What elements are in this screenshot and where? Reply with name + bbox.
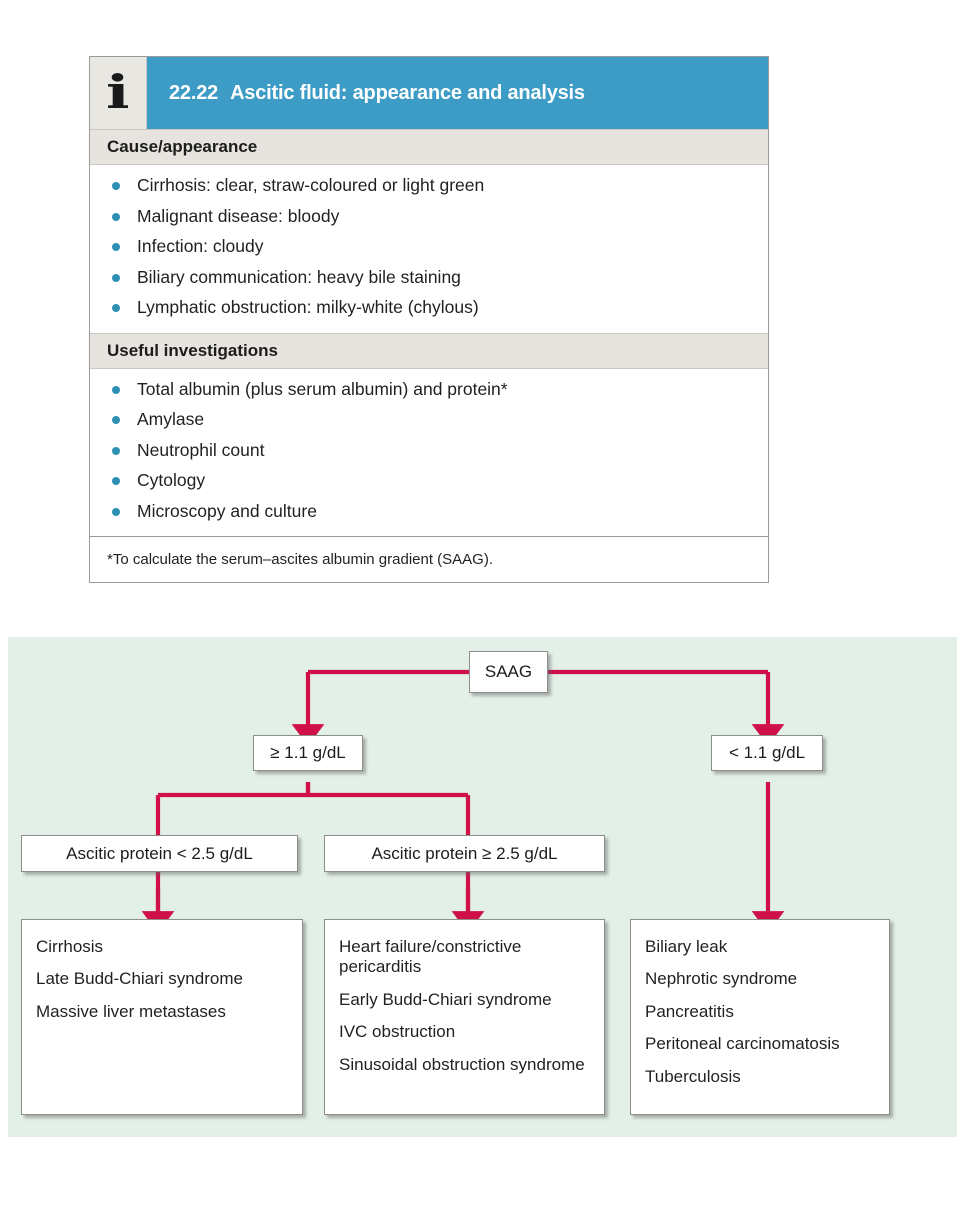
- list-item: Biliary communication: heavy bile staini…: [90, 266, 768, 287]
- node-protein-high[interactable]: Ascitic protein ≥ 2.5 g/dL: [324, 835, 605, 872]
- node-protein-high-label: Ascitic protein ≥ 2.5 g/dL: [371, 843, 558, 863]
- list-item: Microscopy and culture: [90, 500, 768, 521]
- list-item-label: Neutrophil count: [137, 439, 265, 460]
- list-item: Cytology: [90, 470, 768, 490]
- information-icon-glyph: i: [106, 65, 130, 119]
- list-item: Neutrophil count: [90, 439, 768, 460]
- node-saag-high-label: ≥ 1.1 g/dL: [270, 743, 346, 762]
- list-cause-appearance: Cirrhosis: clear, straw-coloured or ligh…: [90, 165, 768, 333]
- node-saag-high[interactable]: ≥ 1.1 g/dL: [253, 735, 363, 771]
- list-item: Amylase: [90, 409, 768, 429]
- info-box-footnote: *To calculate the serum–ascites albumin …: [90, 536, 768, 582]
- info-box-number: 22.22: [169, 81, 219, 104]
- node-protein-low[interactable]: Ascitic protein < 2.5 g/dL: [21, 835, 298, 872]
- outcome-box-low-protein[interactable]: Cirrhosis Late Budd-Chiari syndrome Mass…: [21, 919, 303, 1115]
- outcome-item: Nephrotic syndrome: [645, 969, 798, 989]
- info-box-title-bar: 22.22 Ascitic fluid: appearance and anal…: [147, 57, 768, 129]
- outcome-item: Heart failure/constrictive pericarditis: [339, 937, 522, 977]
- bullet-dot-icon: [112, 212, 120, 221]
- list-item: Malignant disease: bloody: [90, 205, 768, 226]
- bullet-dot-icon: [112, 385, 120, 394]
- list-item-label: Lymphatic obstruction: milky-white (chyl…: [137, 297, 479, 317]
- outcome-item: Biliary leak: [645, 937, 728, 956]
- list-item: Lymphatic obstruction: milky-white (chyl…: [90, 297, 768, 317]
- bullet-dot-icon: [112, 416, 120, 424]
- list-item-label: Amylase: [137, 409, 205, 429]
- outcome-item: Massive liver metastases: [36, 1001, 226, 1021]
- list-item-label: Malignant disease: bloody: [137, 205, 340, 226]
- info-box-header: i 22.22 Ascitic fluid: appearance and an…: [90, 57, 768, 129]
- bullet-dot-icon: [112, 477, 120, 485]
- node-protein-low-label: Ascitic protein < 2.5 g/dL: [66, 843, 253, 863]
- bullet-dot-icon: [112, 507, 120, 516]
- list-item: Infection: cloudy: [90, 236, 768, 256]
- list-item-label: Infection: cloudy: [137, 236, 264, 256]
- outcome-item: Late Budd-Chiari syndrome: [36, 969, 243, 989]
- list-item-label: Cytology: [137, 470, 206, 490]
- node-saag-label: SAAG: [484, 662, 533, 681]
- outcome-item: Early Budd-Chiari syndrome: [339, 989, 552, 1009]
- info-box-title: Ascitic fluid: appearance and analysis: [230, 81, 585, 104]
- bullet-dot-icon: [112, 304, 120, 312]
- list-item-label: Cirrhosis: clear, straw-coloured or ligh…: [137, 175, 485, 195]
- section-heading-useful-investigations: Useful investigations: [90, 332, 768, 369]
- info-box: i 22.22 Ascitic fluid: appearance and an…: [89, 56, 769, 583]
- outcome-box-low-saag[interactable]: Biliary leak Nephrotic syndrome Pancreat…: [630, 919, 890, 1115]
- outcome-item: Tuberculosis: [645, 1066, 741, 1086]
- outcome-item: Sinusoidal obstruction syndrome: [339, 1054, 585, 1074]
- outcome-item: Pancreatitis: [645, 1001, 734, 1021]
- saag-flowchart: SAAG ≥ 1.1 g/dL < 1.1 g/dL Ascitic prote…: [8, 637, 957, 1137]
- list-item: Cirrhosis: clear, straw-coloured or ligh…: [90, 175, 768, 195]
- outcome-box-high-protein[interactable]: Heart failure/constrictive pericarditis …: [324, 919, 605, 1115]
- outcome-item: Cirrhosis: [36, 937, 104, 956]
- list-item-label: Biliary communication: heavy bile staini…: [137, 266, 461, 287]
- node-saag-low-label: < 1.1 g/dL: [728, 743, 806, 762]
- bullet-dot-icon: [112, 446, 120, 455]
- bullet-dot-icon: [112, 243, 120, 251]
- list-item-label: Microscopy and culture: [137, 500, 317, 521]
- information-icon: i: [90, 57, 147, 129]
- outcome-item: Peritoneal carcinomatosis: [645, 1034, 840, 1054]
- node-saag[interactable]: SAAG: [469, 651, 548, 693]
- bullet-dot-icon: [112, 182, 120, 190]
- bullet-dot-icon: [112, 273, 120, 282]
- list-useful-investigations: Total albumin (plus serum albumin) and p…: [90, 369, 768, 537]
- node-saag-low[interactable]: < 1.1 g/dL: [711, 735, 823, 771]
- section-heading-cause-appearance: Cause/appearance: [90, 129, 768, 165]
- list-item: Total albumin (plus serum albumin) and p…: [90, 378, 768, 399]
- list-item-label: Total albumin (plus serum albumin) and p…: [137, 378, 508, 399]
- outcome-item: IVC obstruction: [339, 1022, 456, 1042]
